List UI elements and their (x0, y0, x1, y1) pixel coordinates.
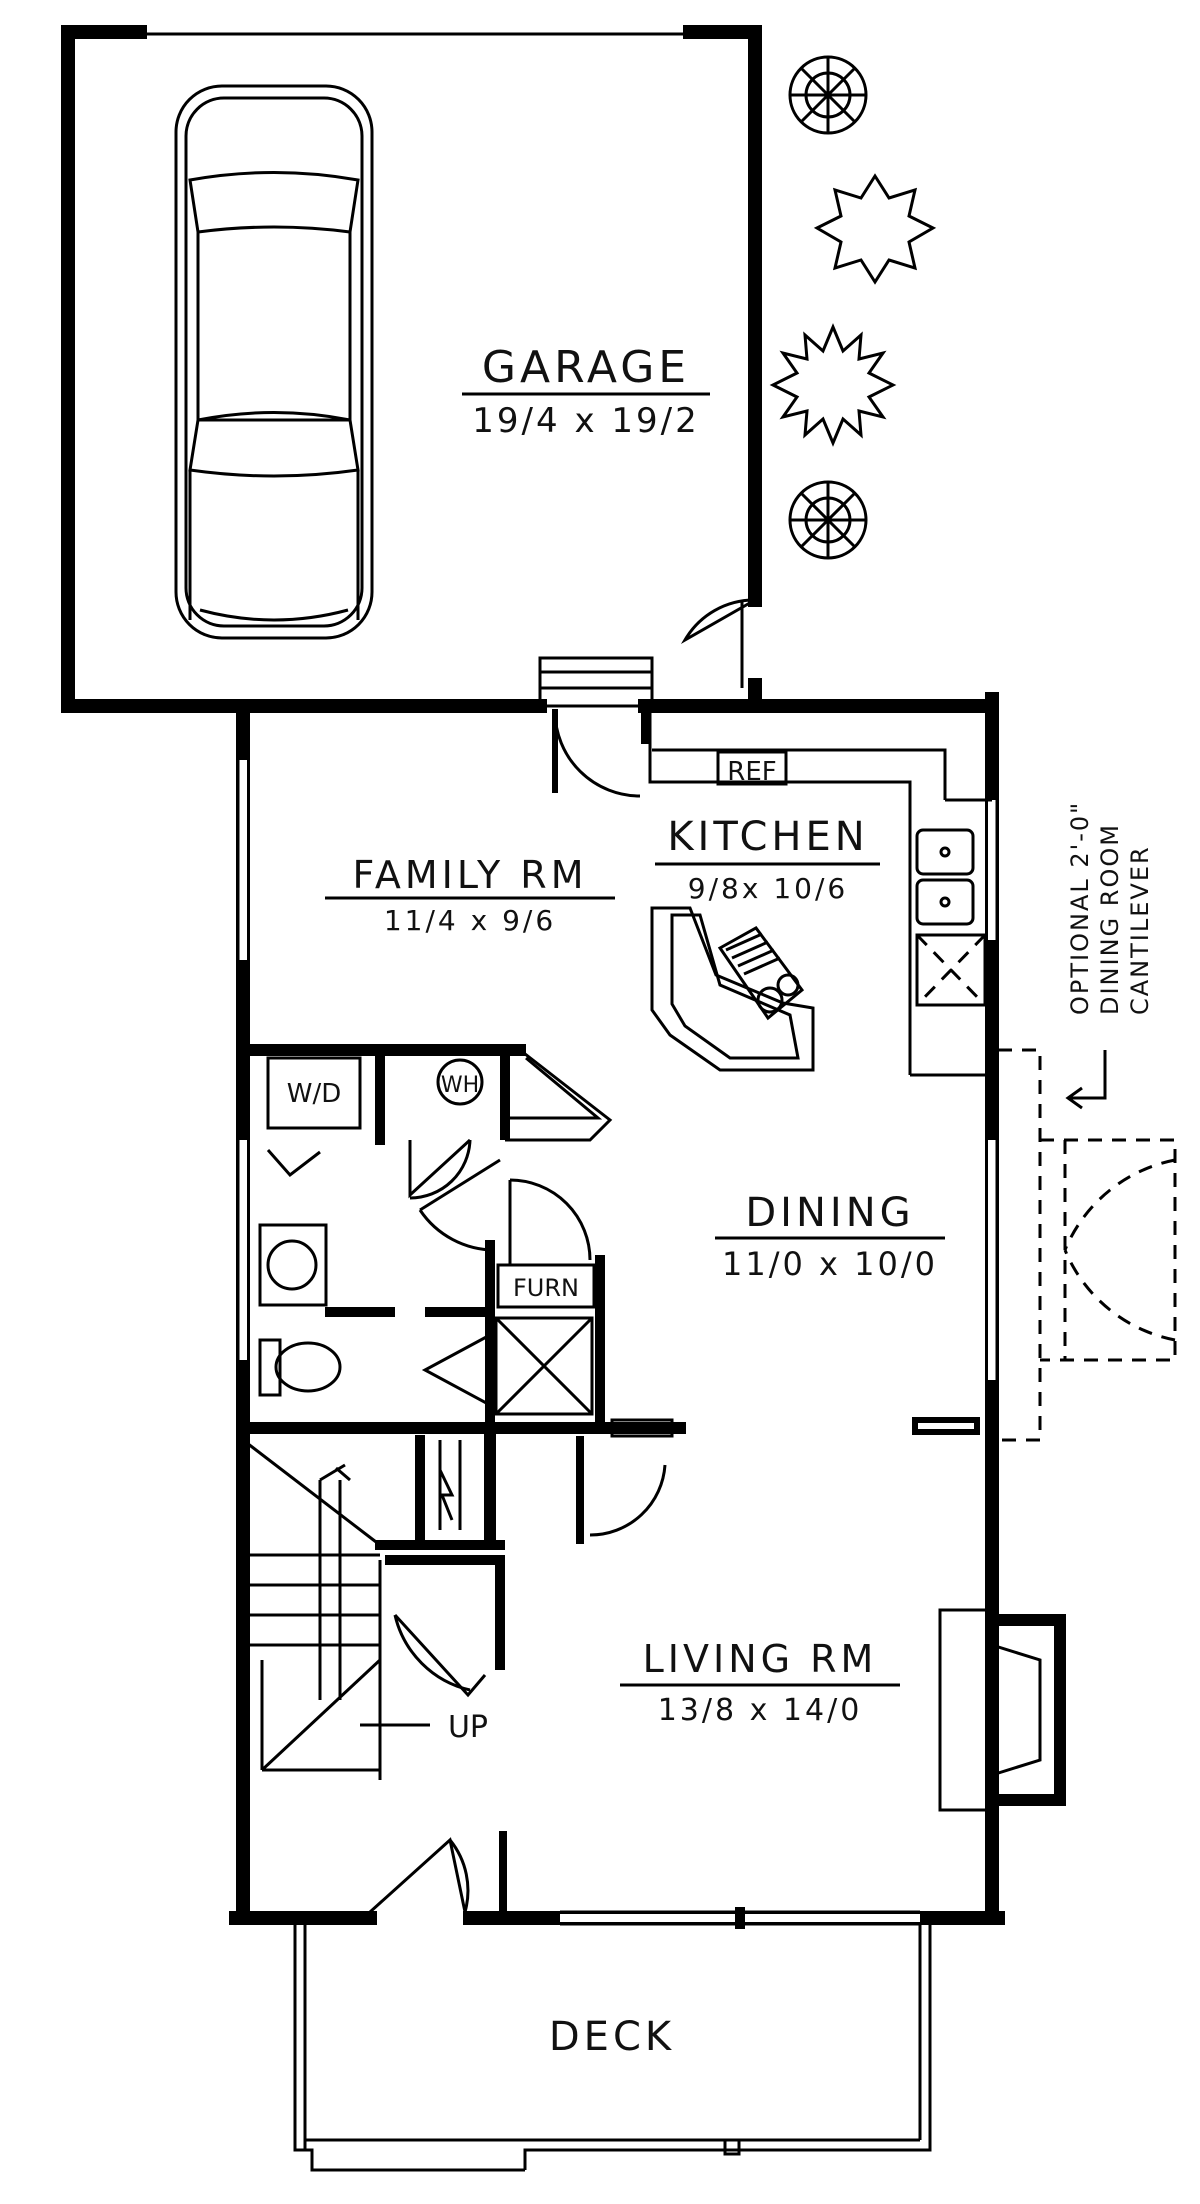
furn-label: FURN (513, 1274, 579, 1302)
deck: DECK (293, 1925, 932, 2172)
utility-block: W/D WH FURN (237, 1044, 686, 1438)
cantilever-note: OPTIONAL 2'-0" DINING ROOM CANTILEVER (1066, 801, 1154, 1015)
family-room-label: FAMILY RM (353, 853, 588, 897)
garage-entry (538, 656, 654, 798)
kitchen: REF KITCHEN 9/8x 10/6 (648, 712, 992, 1077)
wd-label: W/D (287, 1079, 342, 1109)
sink-icon (258, 1223, 328, 1307)
garage-label: GARAGE (482, 342, 690, 393)
shrub-icon (788, 480, 868, 560)
car-icon (174, 84, 374, 640)
living-room-label: LIVING RM (643, 1637, 878, 1681)
note-line3: CANTILEVER (1126, 845, 1154, 1015)
shrub-icon (813, 173, 937, 285)
up-label: UP (448, 1710, 488, 1745)
family-room-dims: 11/4 x 9/6 (384, 904, 556, 937)
living: LIVING RM 13/8 x 14/0 (368, 1608, 1066, 1914)
dining-label: DINING (745, 1190, 914, 1236)
family-room: FAMILY RM 11/4 x 9/6 (325, 853, 615, 937)
garage-dims: 19/4 x 19/2 (472, 401, 699, 441)
stairs: UP (242, 1424, 667, 1780)
dining-dims: 11/0 x 10/0 (722, 1245, 938, 1283)
dishwasher (915, 933, 987, 1007)
living-room-dims: 13/8 x 14/0 (658, 1693, 863, 1728)
garage: GARAGE 19/4 x 19/2 (61, 25, 937, 713)
fireplace-icon (938, 1608, 1066, 1812)
toilet-icon (258, 1338, 342, 1397)
furnace (496, 1263, 596, 1309)
closet-icon (494, 1316, 594, 1416)
garage-door-swing (680, 598, 761, 645)
sink-icon (915, 878, 975, 926)
sink-icon (915, 828, 975, 876)
refrigerator (716, 750, 788, 786)
deck-label: DECK (549, 2014, 675, 2060)
shrub-icon (769, 323, 897, 447)
note-line2: DINING ROOM (1096, 823, 1124, 1015)
kitchen-dims: 9/8x 10/6 (688, 872, 848, 905)
wh-label: WH (441, 1073, 479, 1098)
cooktop-icon (717, 926, 805, 1021)
kitchen-label: KITCHEN (667, 814, 868, 860)
shrub-icon (788, 55, 868, 135)
washer-dryer (266, 1056, 362, 1130)
ref-label: REF (727, 757, 776, 787)
kitchen-island (650, 906, 815, 1072)
dining: DINING 11/0 x 10/0 (715, 1048, 1177, 1442)
water-heater (436, 1058, 484, 1106)
note-line1: OPTIONAL 2'-0" (1066, 801, 1094, 1015)
